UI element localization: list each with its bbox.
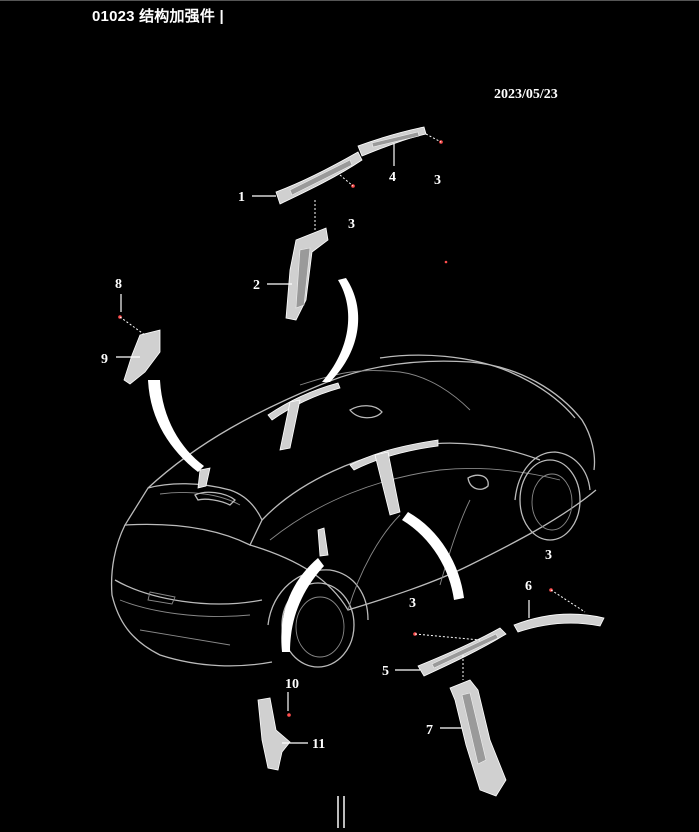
bolts <box>118 140 553 717</box>
callout-5: 5 <box>382 664 389 679</box>
part-4-roof-rail-rear <box>357 126 427 157</box>
part-1-roof-rail-front <box>275 151 363 205</box>
callout-7: 7 <box>426 723 433 738</box>
callout-3-roof-rear: 3 <box>434 173 441 188</box>
page-title: 01023 结构加强件 | <box>92 8 224 25</box>
callout-2: 2 <box>253 278 260 293</box>
callout-6: 6 <box>525 579 532 594</box>
callout-3-rocker: 3 <box>409 596 416 611</box>
callout-3-side-rail: 3 <box>545 548 552 563</box>
part-2-a-pillar-reinforcement <box>285 227 329 321</box>
callout-4: 4 <box>389 170 396 185</box>
part-5-rocker-reinforcement <box>417 627 507 677</box>
callout-3-roof-front: 3 <box>348 217 355 232</box>
leader-lines <box>116 144 530 744</box>
callout-9: 9 <box>101 352 108 367</box>
scroll-indicator-icon[interactable] <box>334 794 348 830</box>
callout-1: 1 <box>238 190 245 205</box>
part-7-b-pillar-reinforcement <box>449 679 507 797</box>
callout-labels: 1 2 3 3 3 3 4 5 6 7 8 9 10 11 <box>101 170 552 752</box>
assembly-lines <box>119 133 586 680</box>
callout-8: 8 <box>115 277 122 292</box>
installed-parts <box>197 382 439 557</box>
top-border <box>0 0 699 1</box>
part-9-c-pillar-bracket <box>123 329 161 385</box>
part-11-lower-bracket <box>257 697 291 771</box>
callout-10: 10 <box>285 677 299 692</box>
car-outline <box>110 354 597 668</box>
part-6-side-rail <box>513 613 605 633</box>
callout-11: 11 <box>312 737 325 752</box>
date-label: 2023/05/23 <box>494 87 558 102</box>
swoosh-arrows <box>148 278 464 652</box>
